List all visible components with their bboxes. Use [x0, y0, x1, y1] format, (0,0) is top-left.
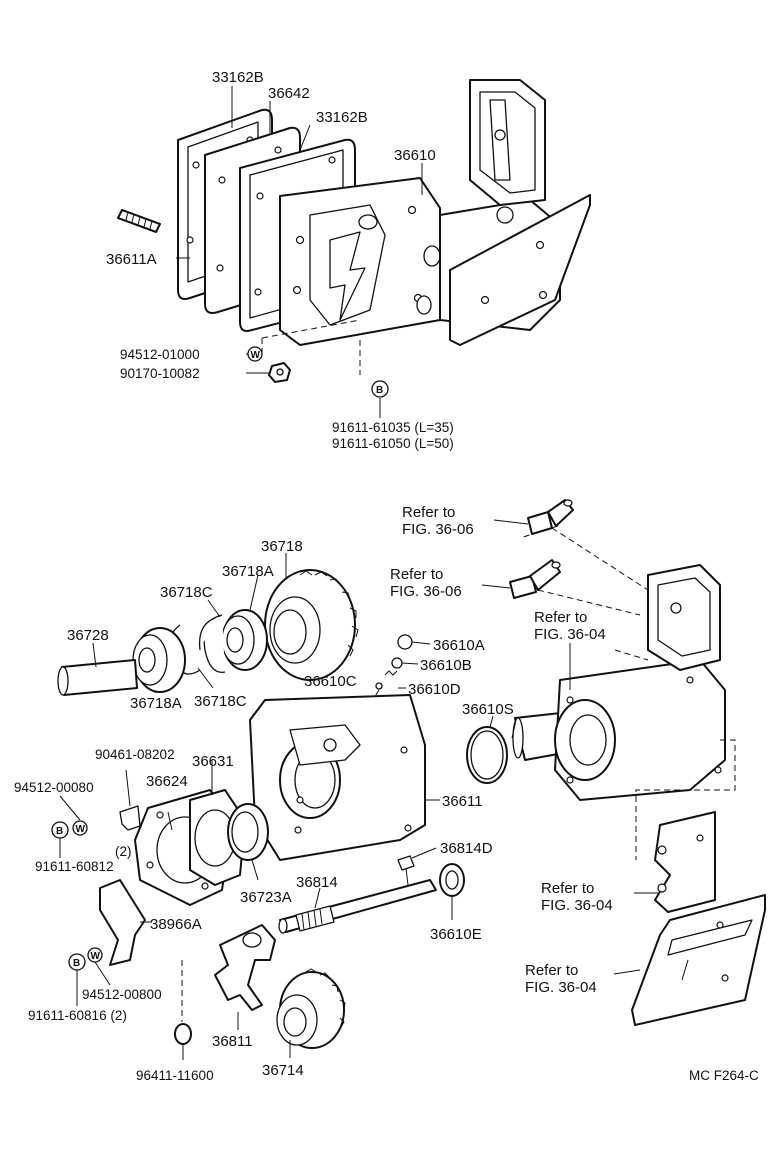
label-36610: 36610 [394, 147, 436, 164]
label-91611-60812: 91611-60812 [35, 859, 114, 874]
label-94512-00800: 94512-00800 [82, 987, 162, 1002]
spring-36610c [384, 670, 398, 676]
washer-symbol-left: W [72, 820, 88, 836]
label-refer2-a: Refer to [390, 566, 443, 583]
label-94512-00080: 94512-00080 [14, 780, 94, 795]
bearing-36718a-bot [132, 627, 186, 693]
washer-symbol-lower-label: W [91, 951, 101, 962]
fitting-lower [509, 559, 561, 599]
label-91611-61035: 91611-61035 (L=35) [332, 420, 454, 435]
label-qty2: (2) [115, 844, 132, 859]
o-ring-36610s [466, 726, 508, 784]
washer-symbol-left-label: W [76, 824, 86, 835]
bolt-symbol-left-label: B [56, 826, 63, 837]
label-90170-10082: 90170-10082 [120, 366, 200, 381]
plug-36610a [397, 634, 413, 650]
ball-36610d [375, 682, 383, 690]
label-refer2-b: FIG. 36-06 [390, 583, 462, 600]
label-refer3-b: FIG. 36-04 [534, 626, 606, 643]
label-36611a: 36611A [106, 251, 157, 268]
label-36624: 36624 [146, 773, 188, 790]
transmission-assembly [512, 564, 726, 801]
label-refer4-a: Refer to [541, 880, 594, 897]
label-94512-01000: 94512-01000 [120, 347, 200, 362]
oil-seal-36723a [227, 803, 269, 861]
label-36610c: 36610C [304, 673, 357, 690]
bolt-36814d [397, 855, 415, 886]
shield-plate-refer-36-04 [631, 894, 766, 1026]
label-33162b-top: 33162B [212, 69, 264, 86]
gear-36718 [264, 569, 359, 681]
washer-36610b [391, 657, 403, 669]
shift-shaft-36814 [278, 879, 437, 934]
label-36714: 36714 [262, 1062, 304, 1079]
label-36610a: 36610A [433, 637, 485, 654]
label-36718a-top: 36718A [222, 563, 274, 580]
label-91611-60816: 91611-60816 (2) [28, 1008, 127, 1023]
label-36728: 36728 [67, 627, 109, 644]
label-36610b: 36610B [420, 657, 472, 674]
transfer-case-36611 [249, 694, 426, 861]
label-36610d: 36610D [408, 681, 461, 698]
label-36718c-bot: 36718C [194, 693, 247, 710]
nut-90170-10082 [268, 362, 291, 383]
label-refer1-b: FIG. 36-06 [402, 521, 474, 538]
label-36811: 36811 [212, 1033, 253, 1050]
label-36814: 36814 [296, 874, 338, 891]
washer-symbol: W [247, 346, 263, 362]
label-36814d: 36814D [440, 840, 493, 857]
bearing-36718a-top [221, 609, 268, 671]
bolt-symbol-label: B [376, 385, 383, 396]
bolt-symbol-lower-label: B [73, 958, 80, 969]
washer-symbol-label: W [251, 350, 261, 361]
extension-housing-36610 [279, 79, 591, 346]
label-36631: 36631 [192, 753, 234, 770]
label-36718: 36718 [261, 538, 303, 555]
shift-fork-36811 [214, 924, 276, 1011]
bolt-symbol: B [371, 380, 389, 398]
bolt-symbol-left: B [51, 821, 69, 839]
snap-ring-36718c-top [198, 614, 226, 673]
label-36642: 36642 [268, 85, 310, 102]
label-91611-61050: 91611-61050 (L=50) [332, 436, 454, 451]
label-36610e: 36610E [430, 926, 482, 943]
stud-36611a [117, 209, 161, 233]
label-36718c-top: 36718C [160, 584, 213, 601]
label-refer5-a: Refer to [525, 962, 578, 979]
label-33162b-mid: 33162B [316, 109, 368, 126]
bolt-symbol-lower: B [68, 953, 86, 971]
label-38966a: 38966A [150, 916, 202, 933]
label-36723a: 36723A [240, 889, 292, 906]
label-refer1-a: Refer to [402, 504, 455, 521]
label-refer5-b: FIG. 36-04 [525, 979, 597, 996]
label-96411-11600: 96411-11600 [136, 1068, 214, 1083]
oil-seal-36610e [439, 863, 465, 897]
clip-90461-08202 [119, 805, 141, 831]
label-90461-08202: 90461-08202 [95, 747, 175, 762]
washer-symbol-lower: W [87, 947, 103, 963]
figure-code: MC F264-C [689, 1068, 759, 1083]
gear-36714 [276, 968, 346, 1049]
label-refer3-a: Refer to [534, 609, 587, 626]
shaft-36728 [57, 659, 138, 696]
label-36718a-bot: 36718A [130, 695, 182, 712]
cover-36631 [189, 789, 246, 886]
label-36611: 36611 [442, 793, 483, 810]
plug-96411-11600 [174, 1023, 192, 1045]
fitting-upper [527, 499, 574, 535]
bracket-refer-36-04 [654, 811, 716, 913]
bracket-38966a [99, 879, 146, 966]
label-refer4-b: FIG. 36-04 [541, 897, 613, 914]
label-36610s: 36610S [462, 701, 514, 718]
